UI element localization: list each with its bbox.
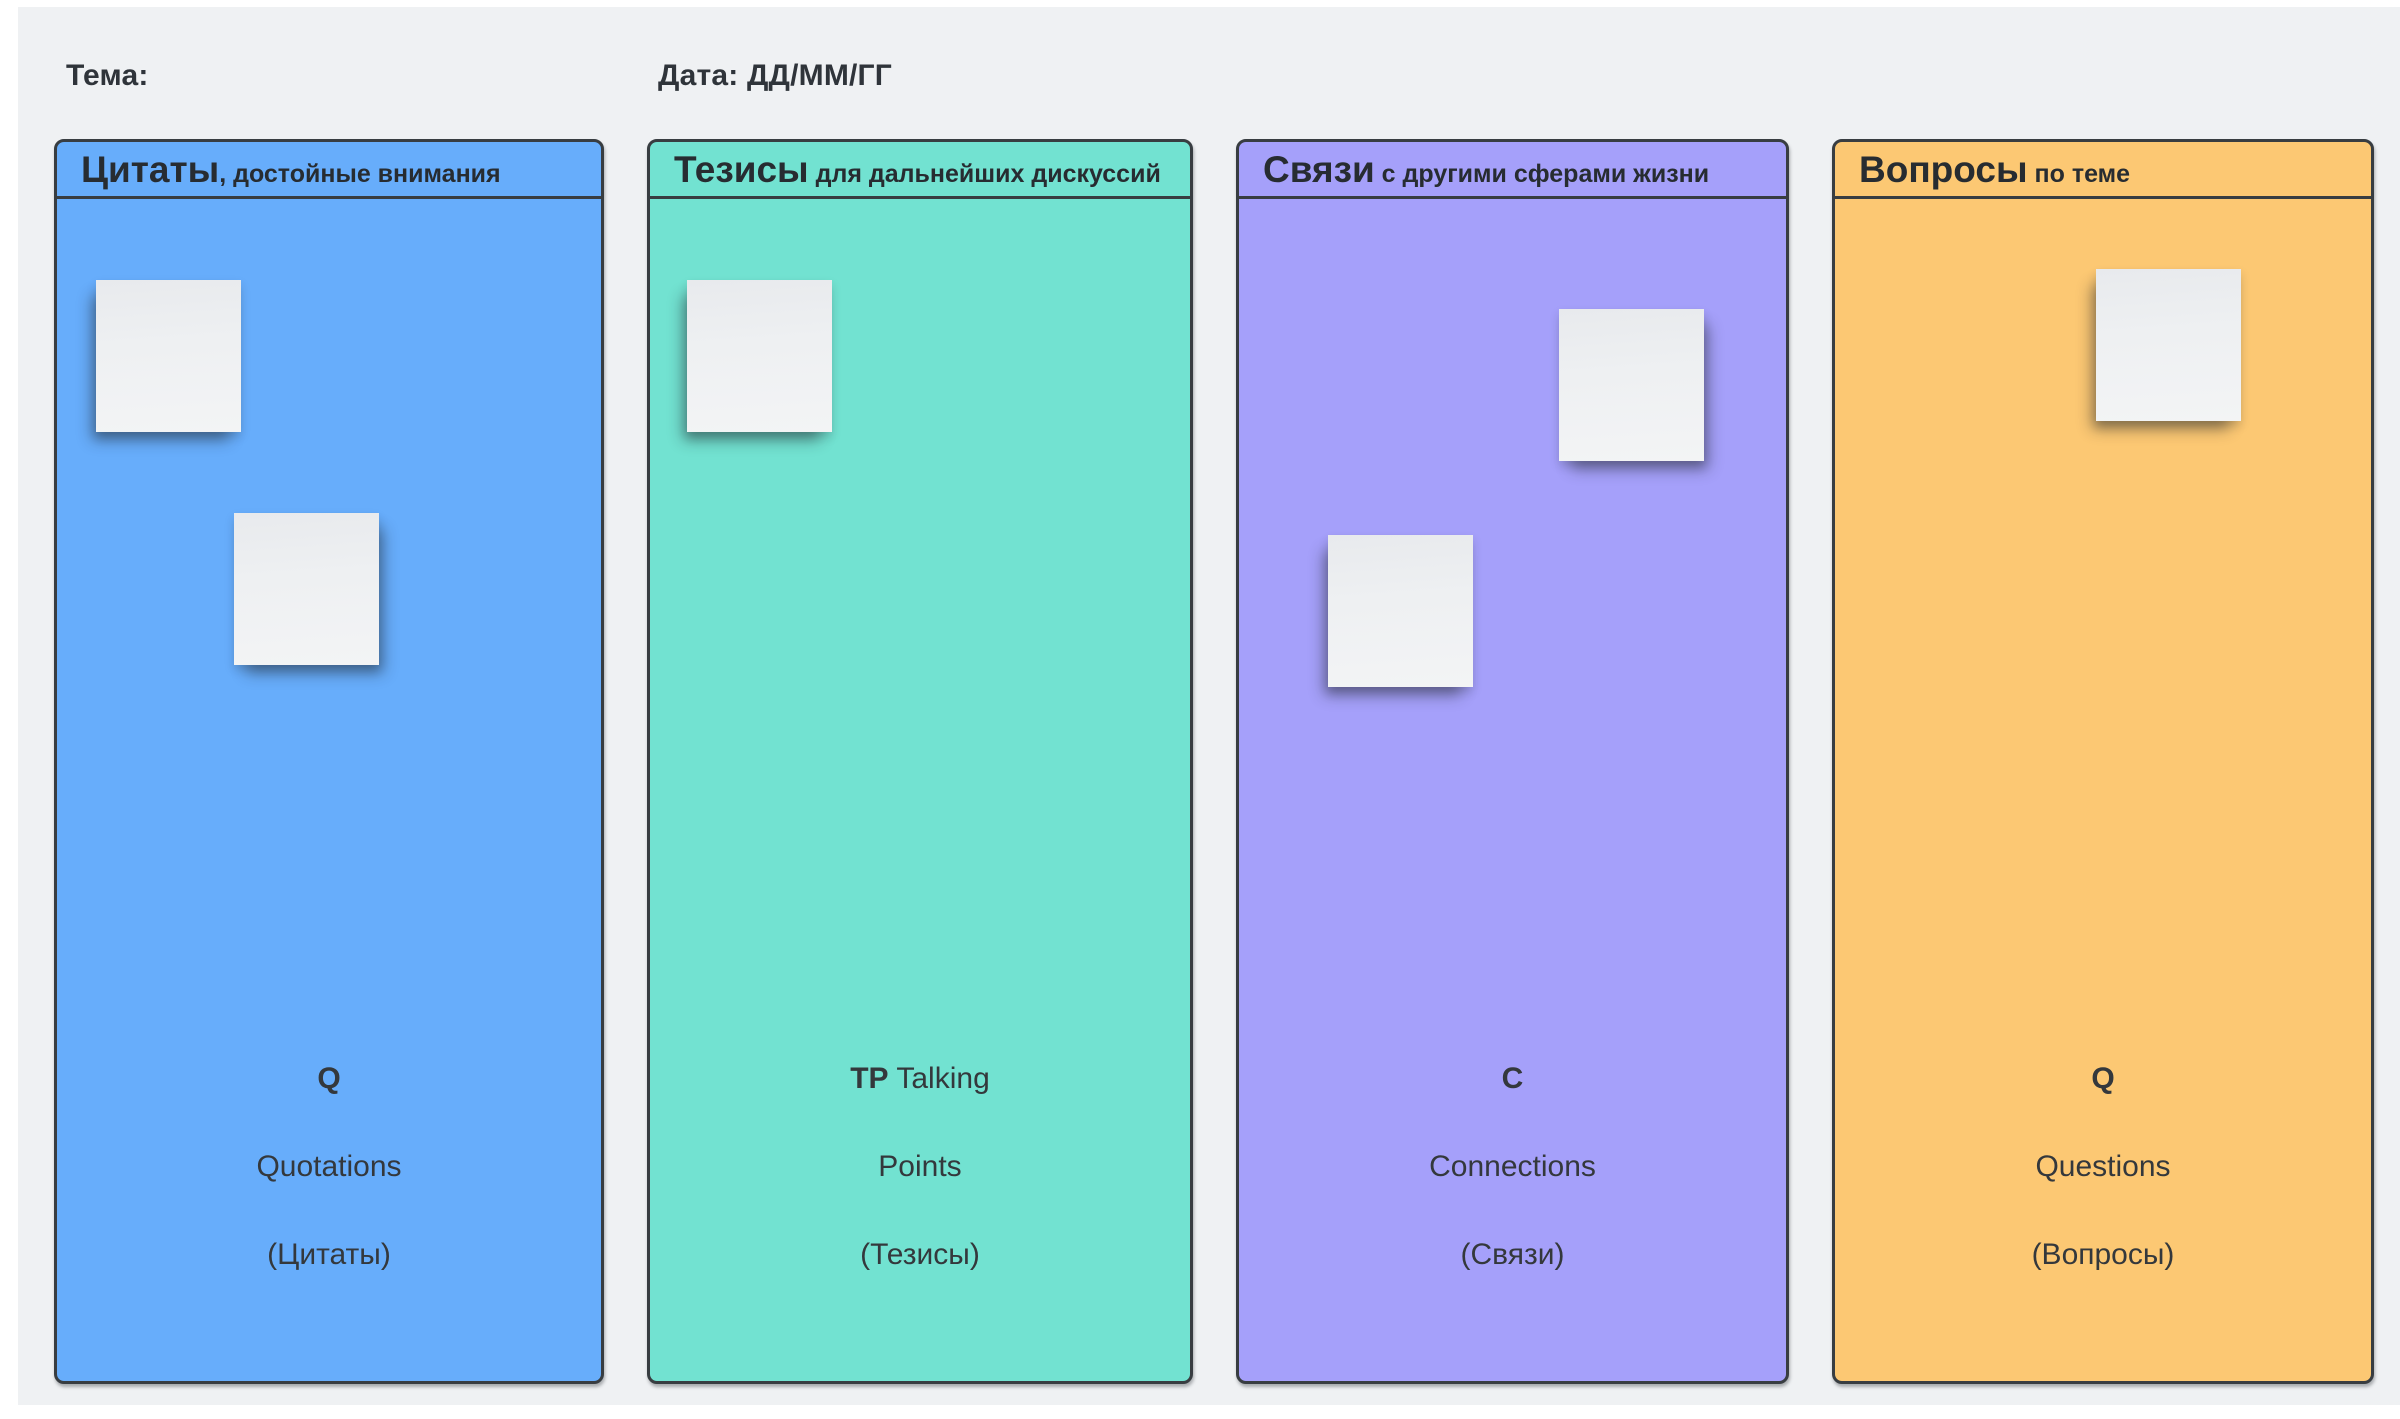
- column-talking-points-title: Тезисы: [674, 149, 809, 190]
- column-questions-legend: Q Questions (Вопросы): [1835, 1013, 2371, 1321]
- legend-line: Questions: [2035, 1150, 2171, 1183]
- legend-line: (Тезисы): [860, 1238, 980, 1271]
- columns-row: Цитаты, достойные внимания Q Quotations …: [54, 139, 2374, 1384]
- legend-abbr: Q: [317, 1062, 341, 1095]
- column-questions-subtitle: по теме: [2027, 160, 2131, 188]
- column-quotations-title: Цитаты: [81, 149, 220, 190]
- column-questions-title: Вопросы: [1859, 149, 2028, 190]
- legend-line: (Цитаты): [267, 1238, 391, 1271]
- column-questions[interactable]: Вопросы по теме Q Questions (Вопросы): [1832, 139, 2374, 1384]
- topic-label: Тема:: [66, 59, 149, 92]
- date-label: Дата: ДД/ММ/ГГ: [658, 59, 892, 92]
- column-quotations-header: Цитаты, достойные внимания: [57, 142, 601, 199]
- legend-line: Quotations: [256, 1150, 402, 1183]
- column-questions-header: Вопросы по теме: [1835, 142, 2371, 199]
- legend-abbr: TP: [850, 1062, 889, 1095]
- column-quotations-subtitle: , достойные внимания: [219, 160, 501, 188]
- column-quotations[interactable]: Цитаты, достойные внимания Q Quotations …: [54, 139, 604, 1384]
- column-talking-points-header: Тезисы для дальнейших дискуссий: [650, 142, 1190, 199]
- column-connections-legend: C Connections (Связи): [1239, 1013, 1786, 1321]
- sticky-note[interactable]: [2096, 269, 2241, 421]
- column-talking-points-legend: TP Talking Points (Тезисы): [650, 1013, 1190, 1321]
- legend-line: Points: [878, 1150, 962, 1183]
- legend-abbr: C: [1501, 1062, 1524, 1095]
- legend-line: Connections: [1429, 1150, 1596, 1183]
- column-talking-points[interactable]: Тезисы для дальнейших дискуссий TP Talki…: [647, 139, 1193, 1384]
- column-talking-points-subtitle: для дальнейших дискуссий: [808, 160, 1161, 188]
- legend-line: (Связи): [1460, 1238, 1565, 1271]
- sticky-note[interactable]: [687, 280, 832, 432]
- board-canvas: Тема: Дата: ДД/ММ/ГГ Цитаты, достойные в…: [18, 7, 2400, 1405]
- column-connections[interactable]: Связи с другими сферами жизни C Connecti…: [1236, 139, 1789, 1384]
- sticky-note[interactable]: [1328, 535, 1473, 687]
- column-connections-header: Связи с другими сферами жизни: [1239, 142, 1786, 199]
- sticky-note[interactable]: [1559, 309, 1704, 461]
- legend-line: (Вопросы): [2031, 1238, 2175, 1271]
- column-quotations-legend: Q Quotations (Цитаты): [57, 1013, 601, 1321]
- legend-abbr: Q: [2091, 1062, 2115, 1095]
- column-connections-subtitle: с другими сферами жизни: [1374, 160, 1710, 188]
- sticky-note[interactable]: [96, 280, 241, 432]
- column-connections-title: Связи: [1263, 149, 1375, 190]
- legend-abbr-rest: Talking: [888, 1062, 990, 1095]
- sticky-note[interactable]: [234, 513, 379, 665]
